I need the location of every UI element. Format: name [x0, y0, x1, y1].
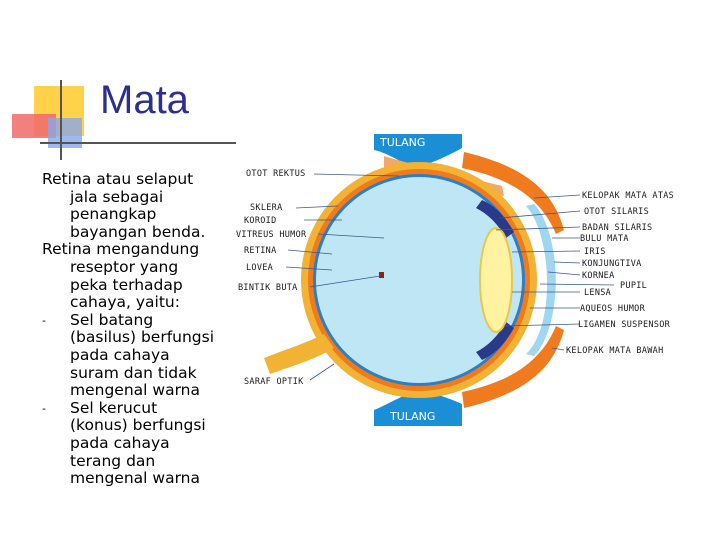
- lens: [479, 227, 513, 333]
- label-kornea: KORNEA: [582, 271, 615, 281]
- label-konjungtiva: KONJUNGTIVA: [582, 259, 642, 269]
- body-text: Retina atau selaput jala sebagai penangk…: [42, 170, 242, 488]
- label-sklera: SKLERA: [250, 203, 283, 213]
- paragraph-2-line-1: Retina mengandung: [42, 240, 200, 259]
- label-lovea: LOVEA: [246, 263, 273, 273]
- ciliary-body-upper: [476, 200, 514, 238]
- bullet-1-line-3: pada cahaya: [70, 345, 170, 364]
- vitreous-humor: [316, 177, 522, 383]
- bullet-2-line-2: (konus) berfungsi: [70, 416, 206, 435]
- bullet-2-marker: -: [42, 401, 46, 415]
- label-retina: RETINA: [244, 246, 277, 256]
- label-otot-silaris: OTOT SILARIS: [584, 207, 649, 217]
- label-vitreus-humor: VITREUS HUMOR: [236, 230, 307, 240]
- bullet-2-line-5: mengenal warna: [70, 469, 200, 488]
- right-leader-lines: [495, 194, 615, 351]
- upper-eyelid: [462, 152, 564, 234]
- bullet-2-line-1: -Sel kerucut: [42, 398, 158, 417]
- label-bintik-buta: BINTIK BUTA: [238, 283, 298, 293]
- paragraph-1-line-3: penangkap: [70, 205, 157, 224]
- bone-top-label: TULANG: [379, 136, 425, 149]
- label-bulu-mata: BULU MATA: [580, 234, 629, 244]
- ciliary-body-lower: [476, 322, 514, 360]
- bullet-1-line-2: (basilus) berfungsi: [70, 328, 215, 347]
- label-ligamen-suspensor: LIGAMEN SUSPENSOR: [578, 320, 671, 330]
- paragraph-2-line-2: reseptor yang: [70, 257, 179, 276]
- label-aqueos-humor: AQUEOS HUMOR: [580, 304, 646, 314]
- label-saraf-optik: SARAF OPTIK: [244, 377, 304, 387]
- eye-anatomy-diagram: TULANG TULANG: [236, 134, 674, 426]
- bullet-1-line-1: -Sel batang: [42, 310, 154, 329]
- deco-vertical-line: [60, 80, 62, 160]
- label-kelopak-mata-bawah: KELOPAK MATA BAWAH: [566, 346, 664, 356]
- lower-eyelid: [462, 326, 564, 408]
- paragraph-1-line-1: Retina atau selaput: [42, 170, 194, 188]
- paragraph-2-line-4: cahaya, yaitu:: [70, 293, 180, 312]
- paragraph-1-line-4: bayangan benda.: [70, 222, 206, 241]
- bullet-1-marker: -: [42, 313, 46, 327]
- label-lensa: LENSA: [584, 288, 611, 298]
- paragraph-2-line-3: peka terhadap: [70, 275, 183, 294]
- slide-title: Mata: [100, 78, 189, 122]
- blind-spot: [379, 272, 384, 278]
- label-pupil: PUPIL: [620, 281, 647, 291]
- bullet-2-line-4: terang dan: [70, 451, 156, 470]
- bullet-2-line-3: pada cahaya: [70, 433, 170, 452]
- label-koroid: KOROID: [244, 216, 277, 226]
- bone-upper: [374, 134, 462, 168]
- paragraph-1-line-2: jala sebagai: [70, 187, 164, 206]
- optic-nerve: [264, 334, 334, 374]
- title-underline: [40, 142, 236, 144]
- label-otot-rektus: OTOT REKTUS: [246, 169, 306, 179]
- left-leader-lines: [285, 173, 400, 381]
- bone-lower: [374, 390, 462, 426]
- label-badan-silaris: BADAN SILARIS: [582, 223, 652, 233]
- bullet-1-line-5: mengenal warna: [70, 381, 200, 400]
- label-iris: IRIS: [584, 247, 606, 257]
- cornea: [526, 204, 556, 356]
- bone-bottom-label: TULANG: [389, 410, 435, 423]
- label-kelopak-mata-atas: KELOPAK MATA ATAS: [582, 191, 674, 201]
- bullet-1-line-4: suram dan tidak: [70, 363, 197, 382]
